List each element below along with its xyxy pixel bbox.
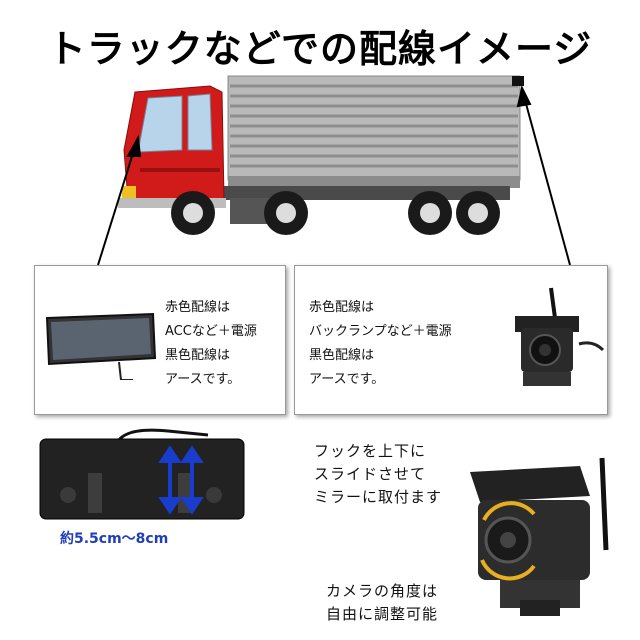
hook-caption: フックを上下に スライドさせて ミラーに取付ます <box>314 440 442 509</box>
text-line: フックを上下に <box>314 442 427 460</box>
text-line: スライドさせて <box>314 465 427 483</box>
camera-angle-image <box>470 457 609 616</box>
text-line: 自由に調整可能 <box>326 605 439 623</box>
text-line: 黒色配線は <box>309 348 375 363</box>
text-line: アースです。 <box>165 372 241 387</box>
slide-range-arrows <box>158 445 204 515</box>
text-line: バックランプなど＋電源 <box>309 324 452 339</box>
text-line: 赤色配線は <box>165 300 231 315</box>
arrow-head-cab <box>126 134 142 157</box>
text-line: カメラの角度は <box>326 582 439 600</box>
text-line: ミラーに取付ます <box>314 488 443 506</box>
text-line: 黒色配線は <box>165 348 231 363</box>
arrow-head-rear <box>516 85 532 108</box>
rear-camera-mark <box>512 76 524 86</box>
backup-camera-image <box>515 287 605 386</box>
page-title: トラックなどでの配線イメージ <box>47 27 593 71</box>
mirror-wiring-panel: 赤色配線は ACCなど＋電源 黒色配線は アースです。 <box>34 265 286 415</box>
text-line: 赤色配線は <box>309 300 375 315</box>
truck-cargo-box <box>227 75 524 188</box>
slide-range-label: 約5.5cm～8cm <box>60 531 169 547</box>
right-panel-text: 赤色配線は バックランプなど＋電源 黒色配線は アースです。 <box>309 296 499 392</box>
angle-caption: カメラの角度は 自由に調整可能 <box>326 580 438 626</box>
truck-cab <box>118 85 226 208</box>
truck-wheels <box>171 191 500 235</box>
left-panel-text: 赤色配線は ACCなど＋電源 黒色配線は アースです。 <box>165 296 283 392</box>
mirror-back-image <box>39 428 245 520</box>
text-line: ACCなど＋電源 <box>165 324 257 339</box>
wiring-arrows <box>97 85 571 266</box>
rotate-arrows <box>480 501 536 581</box>
camera-wiring-panel: 赤色配線は バックランプなど＋電源 黒色配線は アースです。 <box>294 265 608 415</box>
mirror-monitor-image <box>45 312 157 380</box>
text-line: アースです。 <box>309 372 385 387</box>
